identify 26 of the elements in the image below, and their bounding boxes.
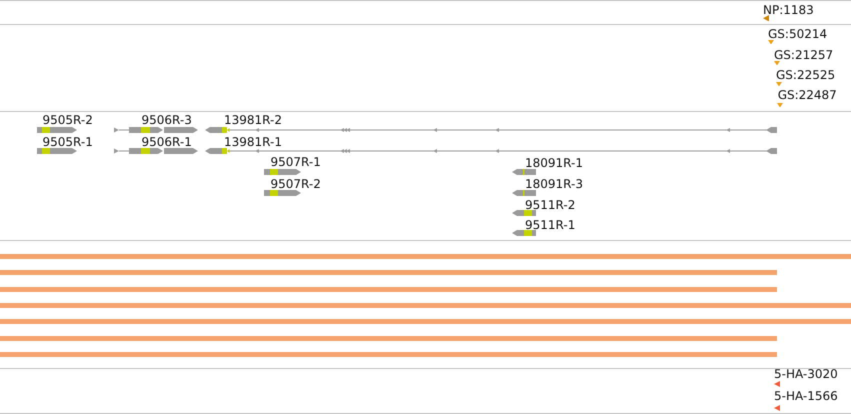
feature-label: 9505R-2: [42, 112, 93, 127]
track-bar: [0, 287, 777, 292]
feature-label: 9505R-1: [42, 134, 93, 149]
track-bar: [0, 254, 851, 259]
feature-label: 9511R-1: [525, 218, 576, 232]
track-bar: [0, 303, 851, 308]
feature-label: 9506R-3: [142, 112, 192, 127]
feature-label: GS:50214: [768, 26, 828, 41]
track-bar: [0, 319, 851, 324]
feature-label: 9511R-2: [525, 198, 576, 212]
feature-label: 18091R-3: [525, 176, 583, 191]
feature-label: GS:21257: [774, 48, 834, 62]
feature-label: 9507R-2: [270, 176, 321, 191]
feature-label: GS:22525: [776, 68, 836, 82]
feature-label: GS:22487: [778, 88, 837, 102]
feature-label: 9507R-1: [270, 155, 321, 170]
track-bar: [0, 352, 777, 357]
track-bar: [0, 336, 777, 341]
feature-label: 5-HA-1566: [774, 388, 838, 403]
feature-label: 5-HA-3020: [774, 366, 838, 381]
feature-label: 13981R-1: [224, 134, 282, 149]
feature-label: 9506R-1: [142, 134, 192, 149]
track-bar: [0, 270, 777, 275]
feature-label: 13981R-2: [224, 112, 282, 127]
feature-label: NP:1183: [763, 2, 814, 17]
feature-label: 18091R-1: [525, 156, 583, 170]
